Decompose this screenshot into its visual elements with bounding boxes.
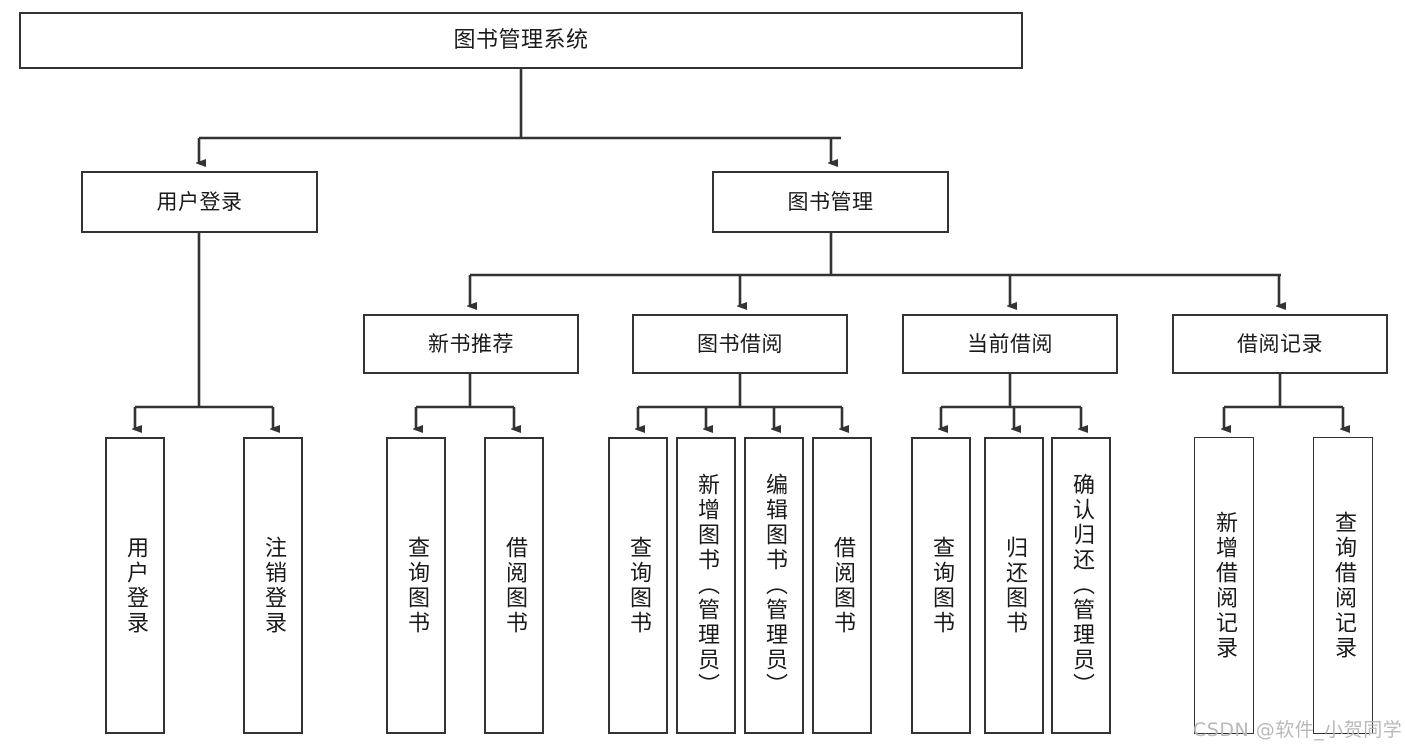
node-label: 当前借阅 [967, 331, 1053, 356]
node-root-system[interactable]: 图书管理系统 [19, 12, 1023, 69]
node-leaf-query-book-borrow[interactable]: 查询图书 [608, 437, 668, 734]
node-label: 查询图书 [626, 535, 651, 636]
node-label: 图书管理系统 [453, 27, 589, 53]
node-leaf-edit-book[interactable]: 编辑图书（管理员） [744, 437, 804, 734]
node-leaf-confirm-return[interactable]: 确认归还（管理员） [1051, 437, 1111, 734]
node-new-book-recommend[interactable]: 新书推荐 [363, 314, 579, 374]
node-leaf-return-book[interactable]: 归还图书 [984, 437, 1044, 734]
node-leaf-user-logout[interactable]: 注销登录 [243, 437, 303, 734]
node-leaf-query-borrow-record[interactable]: 查询借阅记录 [1313, 437, 1373, 734]
node-leaf-user-login[interactable]: 用户登录 [105, 437, 165, 734]
node-leaf-borrow-book[interactable]: 借阅图书 [812, 437, 872, 734]
node-borrow-record[interactable]: 借阅记录 [1172, 314, 1388, 374]
node-label: 借阅图书 [502, 535, 527, 636]
node-label: 用户登录 [123, 535, 148, 636]
node-label: 图书管理 [787, 189, 874, 214]
node-label: 用户登录 [156, 189, 243, 214]
node-label: 借阅记录 [1237, 331, 1323, 356]
node-label: 注销登录 [261, 535, 286, 636]
node-label: 新书推荐 [428, 331, 514, 356]
node-label: 归还图书 [1002, 535, 1027, 636]
node-label: 编辑图书（管理员） [762, 473, 787, 698]
node-label: 新增图书（管理员） [694, 473, 719, 698]
node-user-login[interactable]: 用户登录 [81, 171, 318, 233]
node-leaf-add-borrow-record[interactable]: 新增借阅记录 [1194, 437, 1254, 734]
node-current-borrow[interactable]: 当前借阅 [902, 314, 1118, 374]
node-label: 借阅图书 [830, 535, 855, 636]
node-label: 确认归还（管理员） [1069, 473, 1094, 698]
node-label: 查询图书 [929, 535, 954, 636]
node-label: 查询借阅记录 [1331, 510, 1356, 661]
csdn-watermark: CSDN @软件_小贺同学 [1193, 719, 1403, 741]
node-leaf-query-book-current[interactable]: 查询图书 [911, 437, 971, 734]
node-book-borrow[interactable]: 图书借阅 [632, 314, 848, 374]
node-book-manage[interactable]: 图书管理 [712, 171, 949, 233]
node-label: 查询图书 [404, 535, 429, 636]
node-label: 图书借阅 [697, 331, 783, 356]
node-leaf-add-book[interactable]: 新增图书（管理员） [676, 437, 736, 734]
node-label: 新增借阅记录 [1212, 510, 1237, 661]
node-leaf-borrow-book-recommend[interactable]: 借阅图书 [484, 437, 544, 734]
node-leaf-query-book-recommend[interactable]: 查询图书 [386, 437, 446, 734]
